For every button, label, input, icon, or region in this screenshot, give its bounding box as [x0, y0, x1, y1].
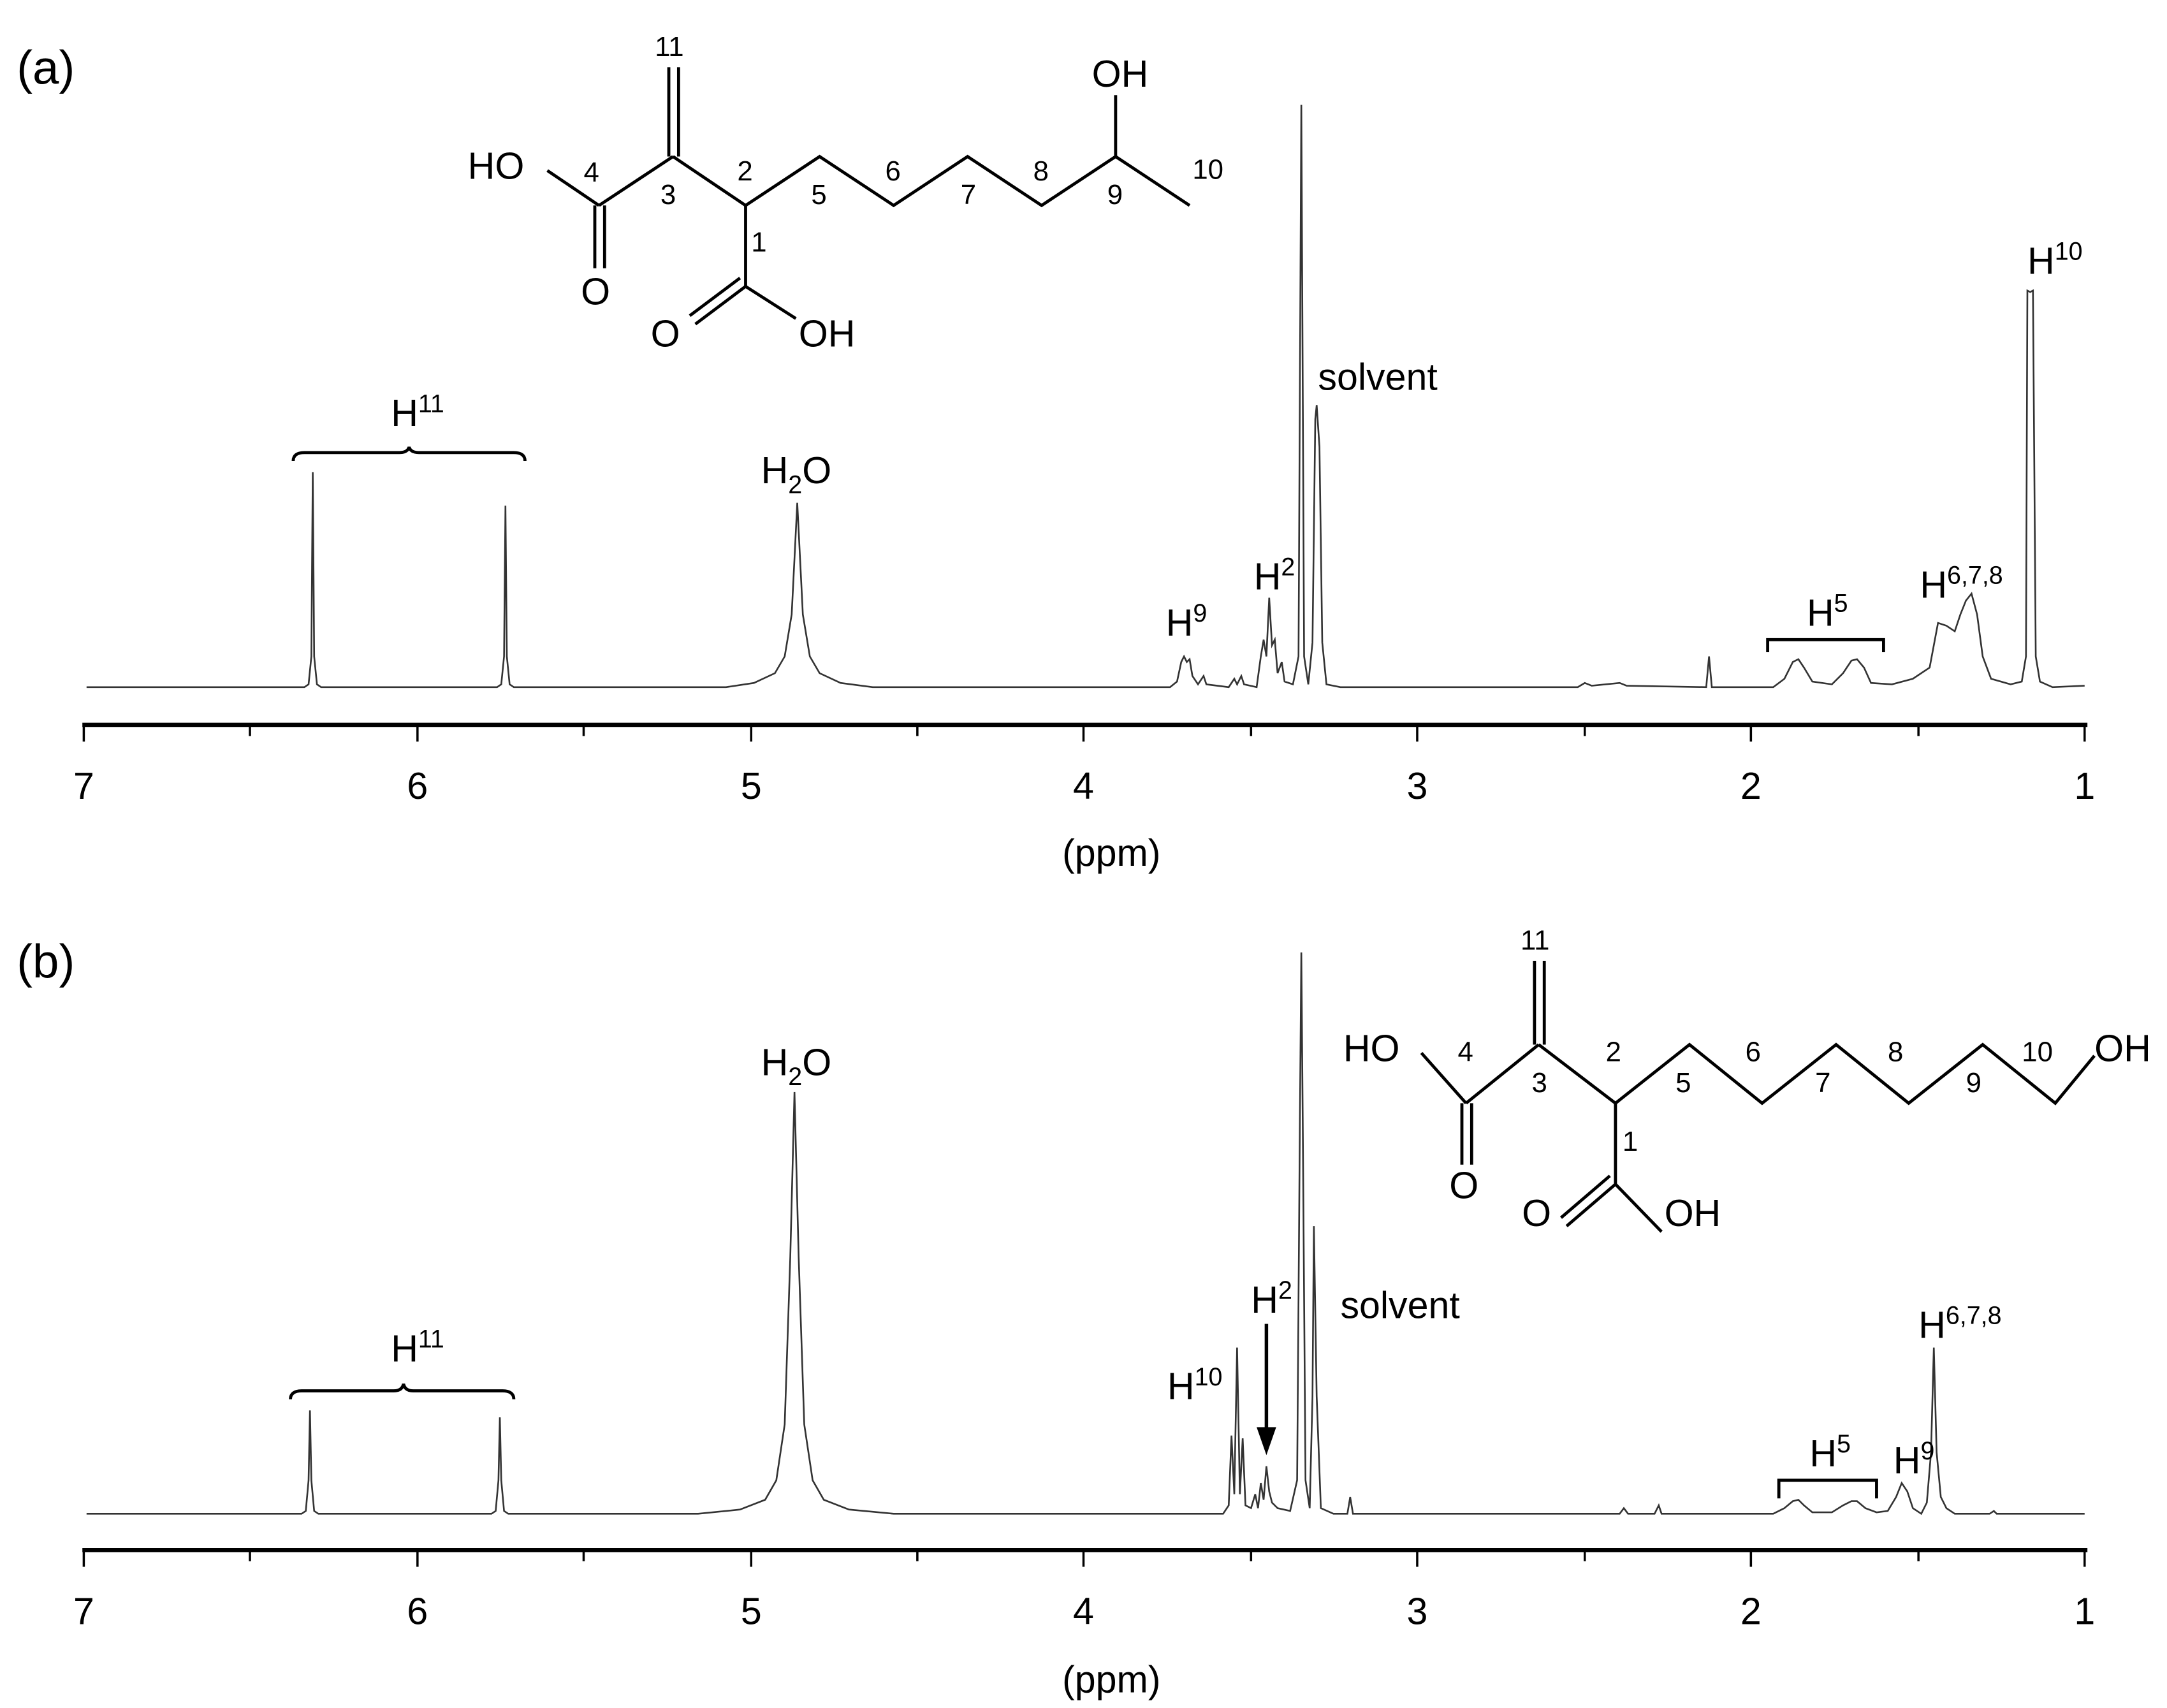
label-h5: H5	[1809, 1430, 1851, 1475]
x-tick-label: 7	[73, 1589, 94, 1632]
atom-o-bottom: O	[1522, 1192, 1551, 1234]
label-h11: H11	[391, 390, 444, 434]
carbon-num: 7	[961, 179, 976, 210]
panel-b-label: (b)	[17, 935, 75, 988]
panel-a-label: (a)	[17, 41, 75, 94]
x-tick-label: 1	[2074, 1589, 2095, 1632]
x-tick-label: 6	[407, 764, 428, 807]
bracket-h11	[289, 1383, 516, 1399]
carbon-num: 6	[1746, 1037, 1761, 1068]
atom-o-bottom: O	[651, 312, 680, 354]
x-tick-label: 5	[741, 764, 762, 807]
x-axis-title: (ppm)	[1062, 831, 1160, 874]
carbon-num: 9	[1107, 179, 1123, 210]
atom-oh-top: OH	[1092, 52, 1149, 95]
carbon-num: 2	[1606, 1037, 1621, 1068]
x-axis-title: (ppm)	[1062, 1658, 1160, 1701]
carbon-num: 2	[737, 156, 752, 187]
annotations-b: H11 H2O H10 H2 solvent H5 H9 H6,7,8	[289, 1041, 2002, 1499]
bracket-h11	[291, 446, 527, 462]
label-h9: H9	[1166, 599, 1208, 644]
label-solvent: solvent	[1318, 355, 1437, 398]
structure-a: HO O O OH OH 11 4 3 2 1 5 6 7 8 9 10	[468, 31, 1223, 355]
label-h678: H6,7,8	[1918, 1301, 2001, 1346]
label-solvent: solvent	[1340, 1284, 1459, 1327]
carbon-num: 4	[583, 157, 599, 188]
carbon-num: 5	[811, 179, 826, 210]
atom-oh-end: OH	[2094, 1027, 2151, 1070]
x-axis-b: 7 6 5 4 3 2 1 (ppm)	[73, 1547, 2095, 1701]
x-tick-label: 1	[2074, 764, 2095, 807]
carbon-num: 1	[751, 226, 766, 258]
x-tick-label: 2	[1740, 764, 1762, 807]
annotations-a: H11 H2O H9 H2 solvent H5 H6,7,8 H10	[291, 238, 2083, 653]
x-tick-label: 7	[73, 764, 94, 807]
x-tick-label: 4	[1073, 764, 1094, 807]
x-axis-a: 7 6 5 4 3 2 1 (ppm)	[73, 722, 2095, 874]
carbon-num: 1	[1623, 1126, 1638, 1157]
arrow-down-icon	[1257, 1324, 1276, 1456]
atom-o-left: O	[581, 270, 610, 313]
carbon-num: 10	[2022, 1037, 2053, 1068]
x-tick-label: 4	[1073, 1589, 1094, 1632]
label-h2o: H2O	[761, 449, 832, 499]
carbon-num: 3	[660, 179, 676, 210]
x-tick-label: 2	[1740, 1589, 1762, 1632]
label-h678: H6,7,8	[1920, 562, 2003, 606]
label-h9: H9	[1893, 1437, 1935, 1482]
atom-o-left: O	[1449, 1164, 1478, 1206]
carbon-num: 9	[1966, 1067, 1981, 1099]
panel-a: (a) HO O O	[17, 31, 2095, 874]
label-h10: H10	[1167, 1363, 1223, 1408]
carbon-num: 11	[655, 31, 683, 62]
carbon-num: 7	[1815, 1067, 1830, 1099]
label-h5: H5	[1807, 590, 1848, 634]
carbon-num: 4	[1457, 1037, 1473, 1068]
carbon-num: 3	[1532, 1067, 1547, 1099]
panel-b: (b) HO O O OH	[17, 925, 2151, 1701]
carbon-num: 10	[1192, 154, 1223, 186]
carbon-num: 6	[886, 156, 901, 187]
x-tick-label: 6	[407, 1589, 428, 1632]
x-tick-label: 3	[1406, 764, 1427, 807]
carbon-num: 8	[1888, 1037, 1903, 1068]
atom-ho: HO	[468, 145, 525, 187]
label-h10: H10	[2027, 238, 2083, 282]
bracket-h5	[1766, 638, 1885, 653]
spectrum-b	[86, 952, 2085, 1515]
carbon-num: 11	[1521, 925, 1549, 956]
label-h11: H11	[391, 1325, 444, 1370]
atom-oh-bottom: OH	[799, 312, 856, 354]
x-tick-label: 3	[1406, 1589, 1427, 1632]
label-h2: H2	[1251, 1276, 1292, 1321]
carbon-num: 8	[1033, 156, 1049, 187]
x-tick-label: 5	[741, 1589, 762, 1632]
spectrum-a	[86, 105, 2085, 689]
atom-oh-bottom: OH	[1665, 1192, 1721, 1234]
atom-ho: HO	[1343, 1027, 1400, 1070]
label-h2o: H2O	[761, 1041, 832, 1091]
structure-b: HO O O OH OH 11 4 3 2 1 5 6 7 8 9 10	[1343, 925, 2151, 1235]
label-h2: H2	[1254, 553, 1295, 598]
bracket-h5	[1777, 1478, 1878, 1499]
carbon-num: 5	[1675, 1067, 1691, 1099]
